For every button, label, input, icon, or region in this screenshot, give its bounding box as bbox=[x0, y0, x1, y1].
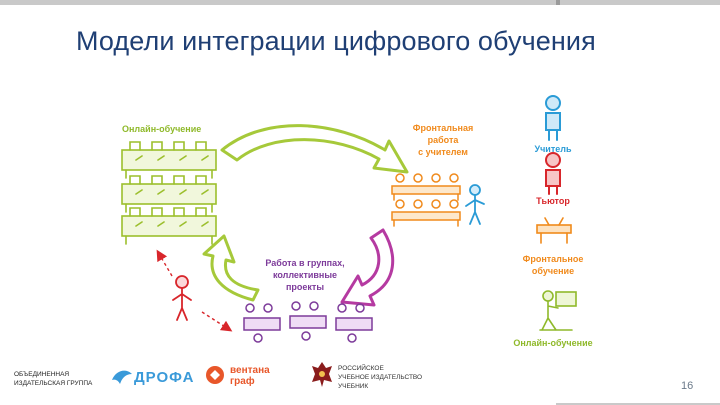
frontal-label-line1: Фронтальная bbox=[413, 123, 473, 133]
tutor-arrow-up bbox=[156, 249, 173, 277]
tutor-figure-left bbox=[172, 275, 192, 321]
footer-logos: ОБЪЕДИНЕННАЯ ИЗДАТЕЛЬСКАЯ ГРУППА ДРОФА в… bbox=[0, 348, 720, 405]
legend-tutor-label: Тьютор bbox=[536, 196, 570, 206]
frontal-desk-icon bbox=[536, 217, 572, 244]
online-learning-desks bbox=[121, 141, 217, 245]
frontal-teacher-figure bbox=[465, 184, 485, 225]
legend-frontal-label-line1: Фронтальное bbox=[523, 254, 584, 264]
drofa-logo: ДРОФА bbox=[110, 366, 193, 390]
tutor-icon bbox=[545, 152, 561, 195]
russian-textbook-line3: УЧЕБНИК bbox=[338, 383, 369, 390]
frontal-work-desks bbox=[391, 173, 461, 227]
arrow-online-to-frontal bbox=[220, 124, 409, 174]
legend-frontal-label-line2: обучение bbox=[532, 266, 574, 276]
online-student-icon bbox=[539, 290, 577, 331]
russian-textbook-line1: РОССИЙСКОЕ bbox=[338, 365, 384, 372]
frontal-label-line3: с учителем bbox=[418, 147, 468, 157]
top-bar bbox=[0, 0, 720, 5]
slide-title: Модели интеграции цифрового обучения bbox=[76, 26, 596, 56]
drofa-bird-icon bbox=[112, 370, 132, 384]
russian-textbook-logo: РОССИЙСКОЕ УЧЕБНОЕ ИЗДАТЕЛЬСТВО УЧЕБНИК bbox=[310, 360, 430, 396]
online-label: Онлайн-обучение bbox=[122, 124, 201, 134]
top-bar-notch bbox=[556, 0, 560, 5]
frontal-label-line2: работа bbox=[428, 135, 460, 145]
groups-label-line2: коллективные bbox=[273, 270, 337, 280]
bottom-bar bbox=[556, 403, 720, 405]
arrow-frontal-to-groups bbox=[340, 228, 395, 307]
groups-label-line3: проекты bbox=[286, 282, 324, 292]
publishing-group-line1: ОБЪЕДИНЕННАЯ bbox=[14, 371, 70, 378]
eagle-emblem-icon bbox=[312, 362, 332, 387]
page-number: 16 bbox=[681, 380, 694, 392]
drofa-text: ДРОФА bbox=[134, 369, 195, 386]
groups-label-line1: Работа в группах, bbox=[265, 258, 344, 268]
publishing-group-line2: ИЗДАТЕЛЬСКАЯ ГРУППА bbox=[14, 380, 93, 387]
arrow-groups-to-online bbox=[202, 234, 260, 302]
legend-teacher-label: Учитель bbox=[534, 144, 571, 154]
group-work-desks bbox=[243, 301, 373, 343]
publishing-group-logo: ОБЪЕДИНЕННАЯ ИЗДАТЕЛЬСКАЯ ГРУППА bbox=[14, 370, 92, 388]
tutor-arrow-down bbox=[201, 311, 233, 332]
legend-online-label: Онлайн-обучение bbox=[513, 338, 592, 348]
ventana-mark-icon bbox=[206, 366, 224, 384]
teacher-icon bbox=[545, 95, 561, 141]
ventana-line2: граф bbox=[230, 376, 255, 387]
ventana-line1: вентана bbox=[230, 365, 270, 376]
russian-textbook-line2: УЧЕБНОЕ ИЗДАТЕЛЬСТВО bbox=[338, 374, 423, 381]
ventana-graf-logo: вентана граф bbox=[204, 364, 284, 392]
